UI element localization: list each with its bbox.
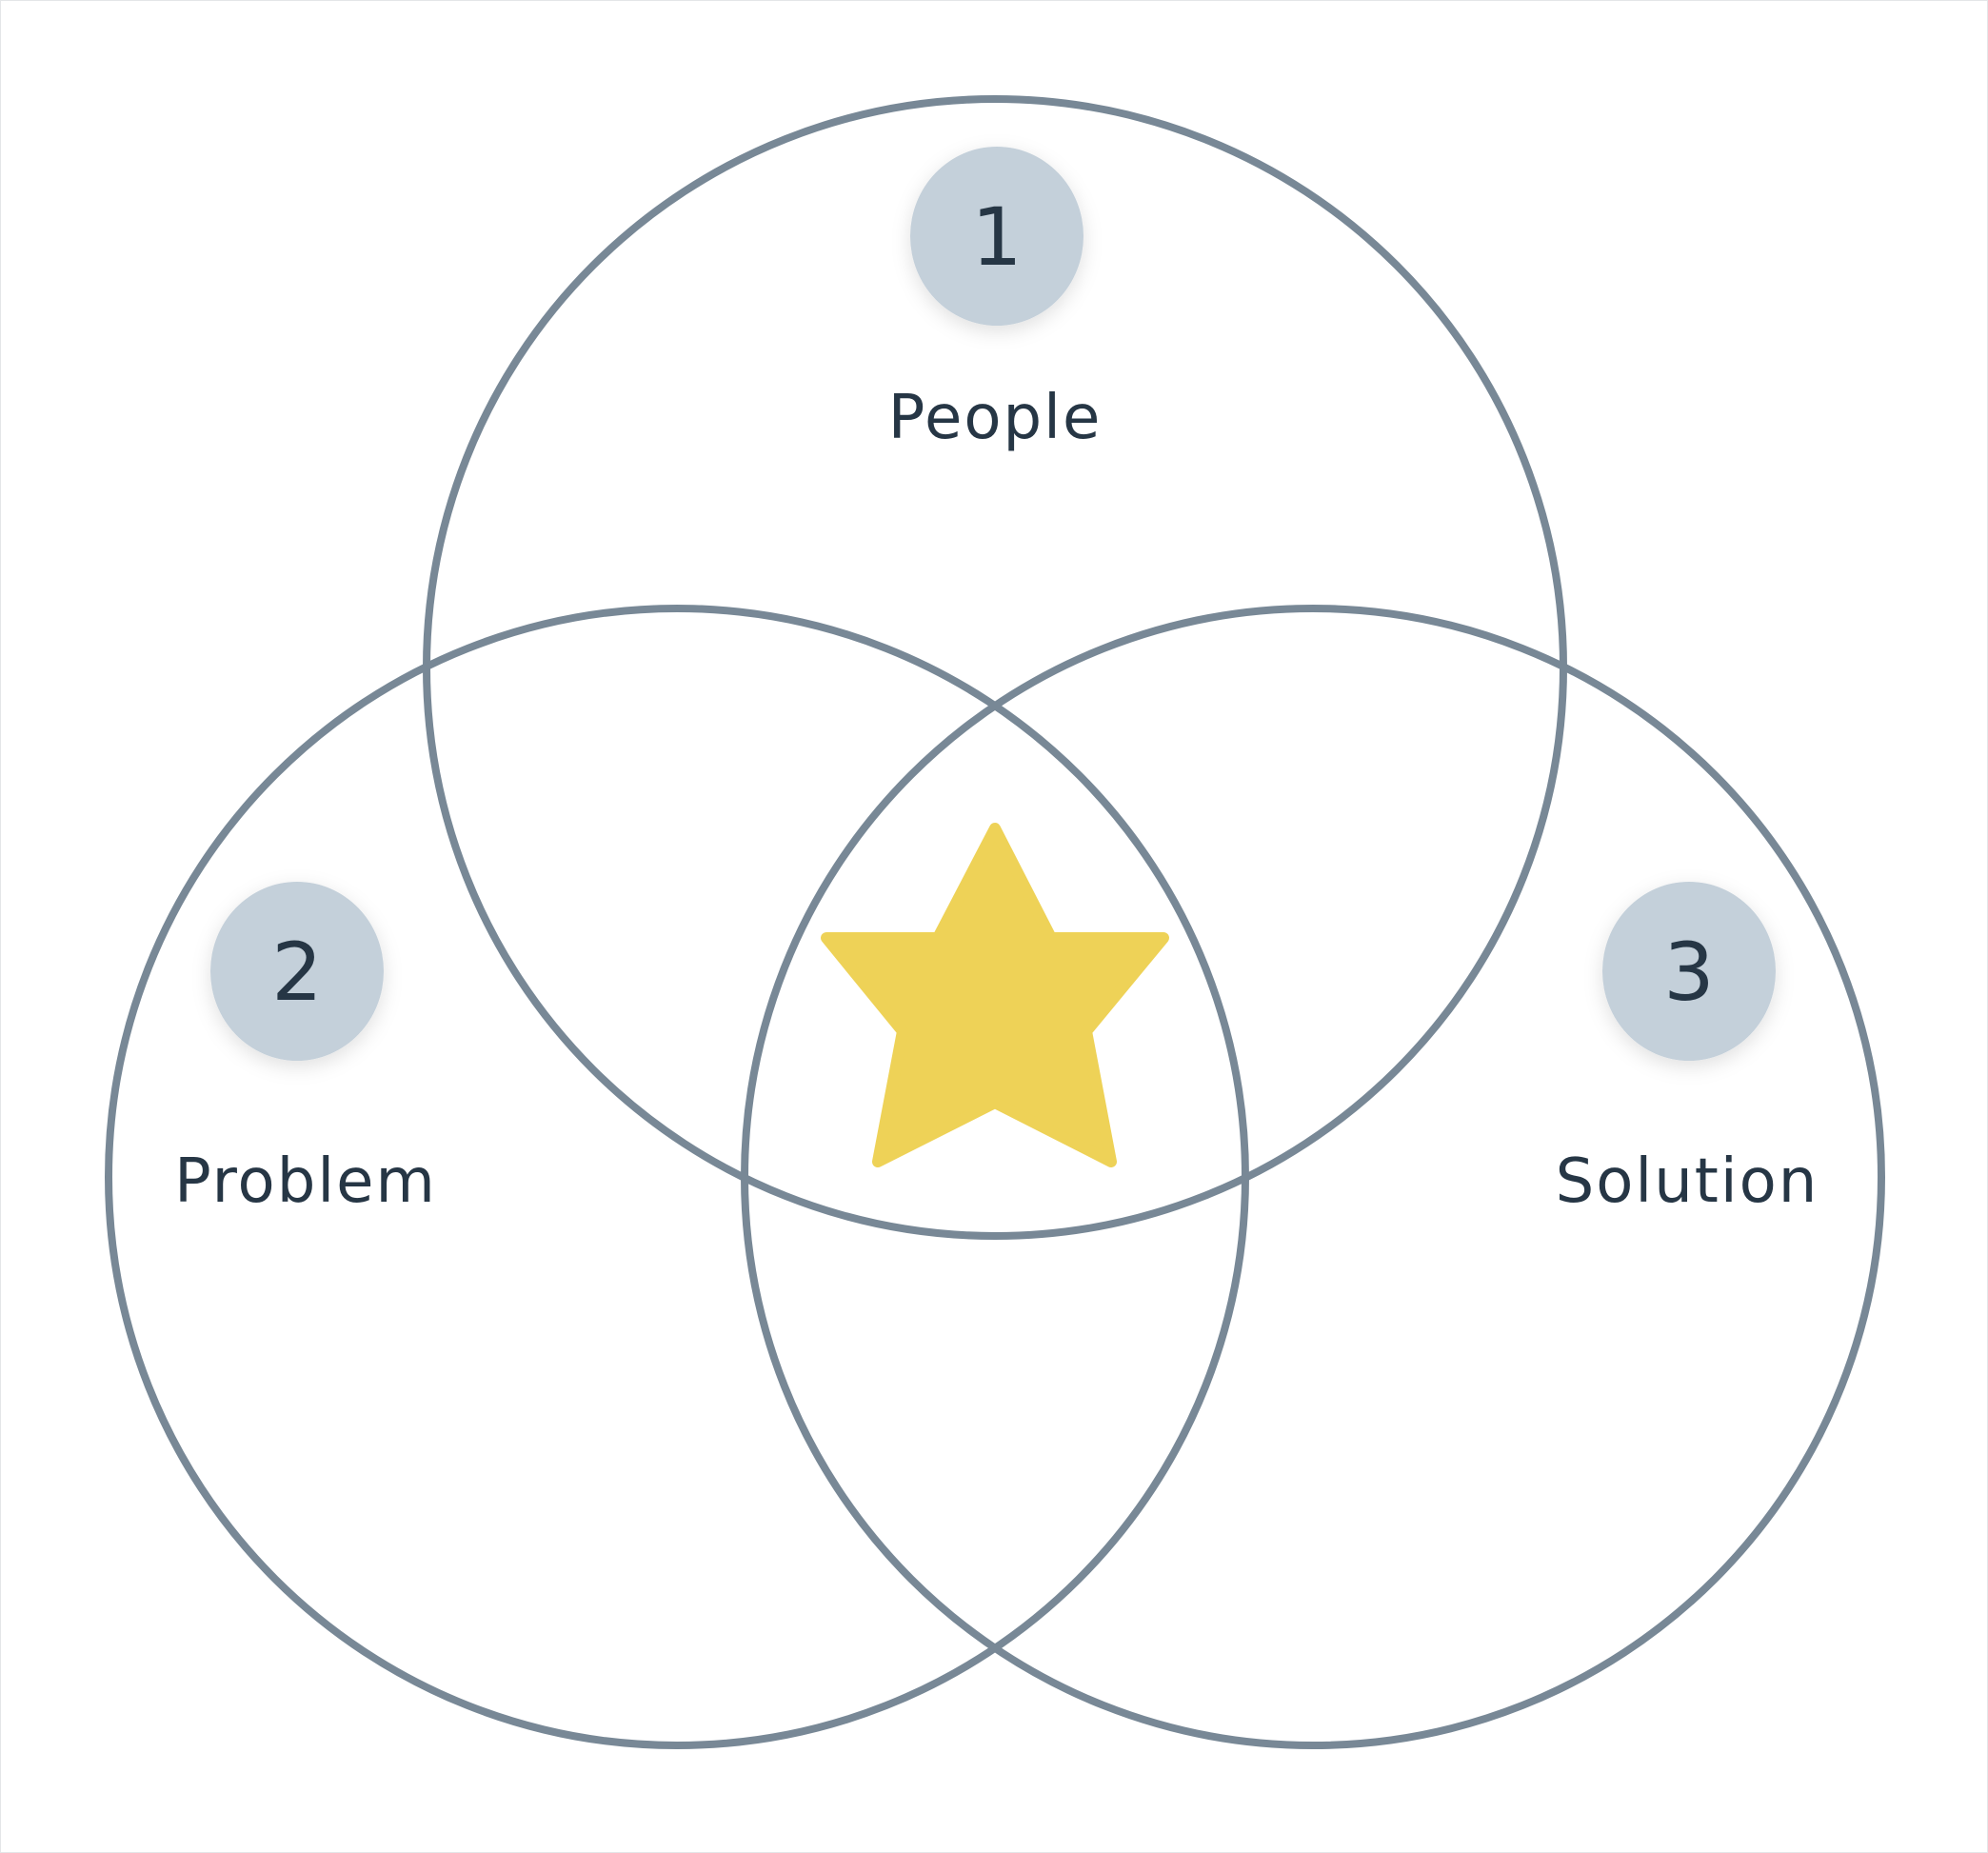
circle-problem — [105, 605, 1249, 1749]
badge-2: 2 — [210, 882, 384, 1061]
label-solution: Solution — [1556, 1146, 1819, 1217]
circle-solution — [741, 605, 1885, 1749]
badge-1: 1 — [910, 147, 1083, 326]
badge-number: 3 — [1663, 926, 1714, 1019]
label-people: People — [888, 383, 1103, 453]
label-problem: Problem — [174, 1146, 437, 1217]
star-icon — [821, 823, 1169, 1167]
badge-number: 2 — [271, 926, 322, 1019]
badge-number: 1 — [971, 190, 1022, 284]
badge-3: 3 — [1602, 882, 1776, 1061]
